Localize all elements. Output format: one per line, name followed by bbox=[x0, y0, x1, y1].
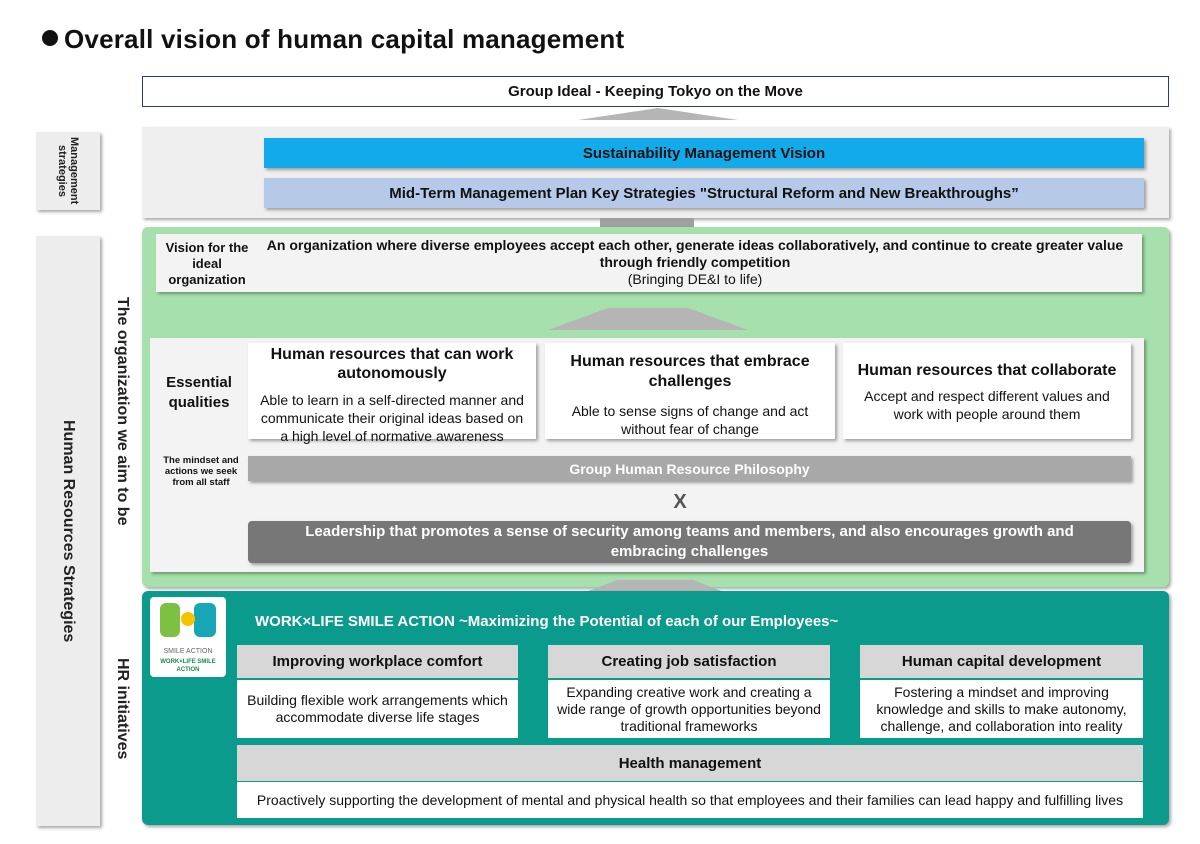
initiative-body-satisfaction: Expanding creative work and creating a w… bbox=[548, 680, 830, 738]
quality-card-body: Accept and respect different values and … bbox=[864, 388, 1110, 422]
initiative-body-text: Building flexible work arrangements whic… bbox=[247, 692, 508, 725]
vision-subtext: (Bringing DE&I to life) bbox=[627, 271, 763, 287]
vision-label-text: Vision for the ideal organization bbox=[165, 240, 249, 287]
side-label-organization-aim: The organization we aim to be bbox=[108, 236, 136, 586]
bullet-icon bbox=[42, 30, 58, 46]
arrow-up-icon bbox=[578, 108, 738, 120]
initiatives-heading-text: WORK×LIFE SMILE ACTION ~Maximizing the P… bbox=[255, 613, 839, 630]
side-label-management-strategies: Management strategies bbox=[36, 132, 100, 210]
times-icon: X bbox=[660, 490, 700, 514]
philosophy-text: Group Human Resource Philosophy bbox=[569, 460, 810, 477]
smile-action-logo-icon bbox=[160, 603, 216, 637]
side-label-initiatives-text: HR initiatives bbox=[114, 658, 131, 760]
midterm-plan-bar: Mid-Term Management Plan Key Strategies … bbox=[264, 178, 1144, 208]
initiative-body-text: Expanding creative work and creating a w… bbox=[557, 683, 821, 734]
mindset-label-text: The mindset and actions we seek from all… bbox=[163, 455, 239, 488]
logo-subtitle: SMILE ACTION bbox=[163, 648, 213, 655]
leadership-bar: Leadership that promotes a sense of secu… bbox=[248, 521, 1131, 563]
initiative-title-text: Human capital development bbox=[901, 653, 1102, 670]
essential-qualities-text: Essential qualities bbox=[166, 374, 232, 411]
arrow-up-icon bbox=[548, 308, 748, 330]
quality-card-collaborate: Human resources that collaborate Accept … bbox=[843, 343, 1131, 439]
side-label-organization-text: The organization we aim to be bbox=[114, 296, 131, 526]
side-label-hr-initiatives: HR initiatives bbox=[108, 596, 136, 822]
side-label-hr-strategies: Human Resources Strategies bbox=[36, 236, 100, 826]
initiative-title-comfort: Improving workplace comfort bbox=[237, 645, 518, 678]
group-ideal-text: Group Ideal - Keeping Tokyo on the Move bbox=[508, 83, 803, 100]
vision-text: An organization where diverse employees … bbox=[266, 237, 1124, 270]
essential-qualities-label: Essential qualities bbox=[158, 370, 240, 416]
side-label-management-text: Management strategies bbox=[56, 137, 80, 205]
initiative-body-development: Fostering a mindset and improving knowle… bbox=[860, 680, 1143, 738]
sustainability-vision-bar: Sustainability Management Vision bbox=[264, 138, 1144, 168]
quality-card-title: Human resources that embrace challenges bbox=[570, 353, 810, 390]
health-management-body-text: Proactively supporting the development o… bbox=[256, 792, 1124, 808]
quality-card-body: Able to sense signs of change and act wi… bbox=[571, 403, 809, 437]
page-title-text: Overall vision of human capital manageme… bbox=[64, 24, 625, 54]
vision-label: Vision for the ideal organization bbox=[160, 238, 254, 290]
quality-card-autonomous: Human resources that can work autonomous… bbox=[248, 343, 536, 444]
smile-action-logo: W L SMILE ACTION WORK×LIFE SMILE ACTION bbox=[150, 597, 226, 677]
initiative-title-development: Human capital development bbox=[860, 645, 1143, 678]
health-management-title-text: Health management bbox=[618, 754, 762, 772]
initiative-body-text: Fostering a mindset and improving knowle… bbox=[876, 683, 1127, 734]
initiatives-heading: WORK×LIFE SMILE ACTION ~Maximizing the P… bbox=[255, 613, 1135, 630]
times-text: X bbox=[673, 490, 687, 513]
initiative-title-text: Improving workplace comfort bbox=[272, 653, 483, 670]
group-ideal-box: Group Ideal - Keeping Tokyo on the Move bbox=[142, 76, 1169, 107]
health-management-body: Proactively supporting the development o… bbox=[237, 782, 1143, 818]
quality-card-title: Human resources that collaborate bbox=[857, 362, 1117, 379]
side-label-hr-text: Human Resources Strategies bbox=[60, 419, 77, 643]
logo-text: WORK×LIFE SMILE ACTION bbox=[160, 659, 216, 673]
initiative-title-satisfaction: Creating job satisfaction bbox=[548, 645, 830, 678]
connector-bar bbox=[600, 218, 694, 227]
philosophy-bar: Group Human Resource Philosophy bbox=[248, 456, 1131, 481]
initiative-body-comfort: Building flexible work arrangements whic… bbox=[237, 680, 518, 738]
leadership-text: Leadership that promotes a sense of secu… bbox=[305, 523, 1074, 560]
quality-card-body: Able to learn in a self-directed manner … bbox=[260, 392, 524, 444]
vision-statement: An organization where diverse employees … bbox=[262, 237, 1128, 288]
initiative-title-text: Creating job satisfaction bbox=[601, 653, 777, 670]
vision-box bbox=[156, 234, 1142, 292]
mindset-label: The mindset and actions we seek from all… bbox=[156, 455, 246, 488]
midterm-plan-text: Mid-Term Management Plan Key Strategies … bbox=[389, 184, 1019, 202]
quality-card-title: Human resources that can work autonomous… bbox=[270, 346, 514, 382]
sustainability-vision-text: Sustainability Management Vision bbox=[582, 144, 826, 162]
quality-card-challenges: Human resources that embrace challenges … bbox=[545, 343, 835, 439]
health-management-title: Health management bbox=[237, 745, 1143, 781]
page-title: Overall vision of human capital manageme… bbox=[42, 24, 624, 55]
